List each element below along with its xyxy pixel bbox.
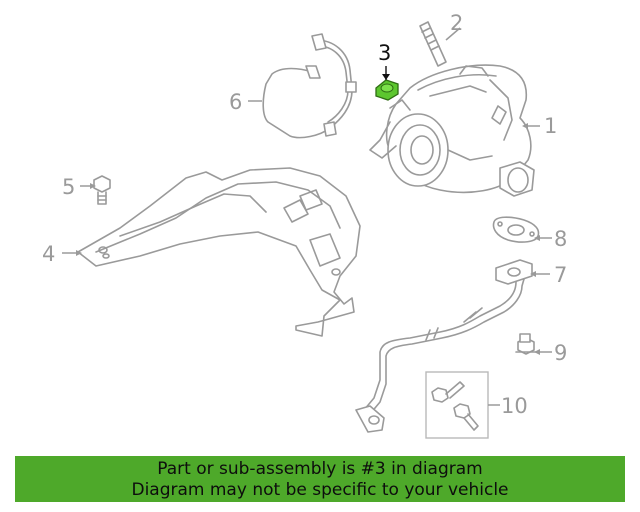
callout-7: 7 [554,263,567,287]
turbocharger-part [369,64,535,197]
callout-8: 8 [554,227,567,251]
callout-2: 2 [450,11,463,35]
nut-part-highlighted [375,66,399,101]
callout-6: 6 [229,90,242,114]
gasket-part [492,216,552,243]
banner-line-1: Part or sub-assembly is #3 in diagram [157,459,483,479]
callout-3: 3 [378,41,391,65]
bolt-part-9 [515,333,552,355]
callout-4: 4 [42,242,55,266]
callout-5: 5 [62,175,75,199]
banner-line-2: Diagram may not be specific to your vehi… [131,480,509,500]
heat-shield-part [62,167,361,337]
feed-line-part [248,33,357,139]
stud-part [419,21,461,67]
callout-1: 1 [544,114,557,138]
callout-10: 10 [501,394,528,418]
callout-9: 9 [554,341,567,365]
part-info-banner: Part or sub-assembly is #3 in diagram Di… [15,456,625,502]
bolt-kit-part [425,371,500,439]
return-line-part [355,259,550,433]
bolt-part-5 [80,175,111,205]
